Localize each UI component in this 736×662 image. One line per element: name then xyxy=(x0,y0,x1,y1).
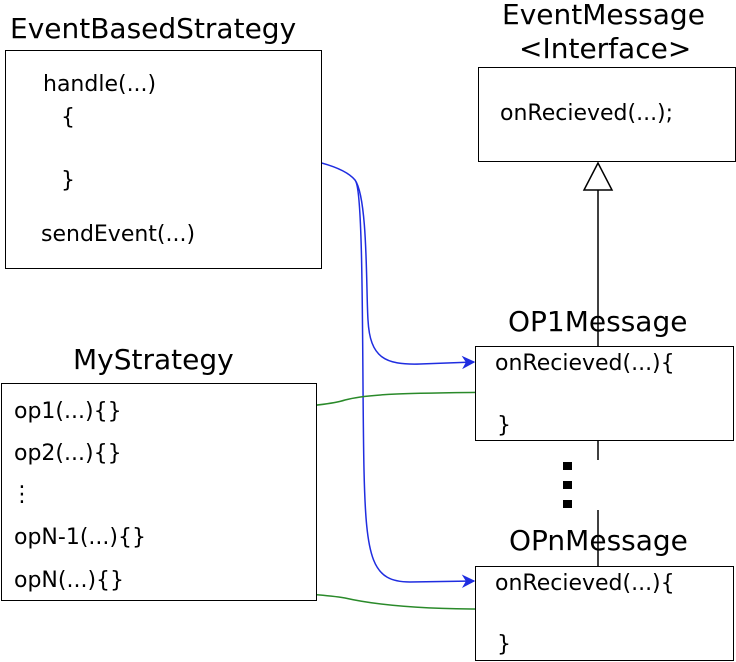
op1-message-title: OP1Message xyxy=(508,305,688,338)
event-based-strategy-box: handle(...) { } sendEvent(...) xyxy=(5,50,322,269)
event-message-title: EventMessage xyxy=(502,0,705,31)
my-strategy-op2: op2(...){} xyxy=(14,441,122,466)
op1-on-recieved: onRecieved(...){ xyxy=(495,351,675,376)
my-strategy-box: op1(...){} op2(...){} ⋮ opN-1(...){} opN… xyxy=(1,383,317,601)
op1-message-box: onRecieved(...){ } xyxy=(475,346,734,441)
my-strategy-op1: op1(...){} xyxy=(14,399,122,424)
my-strategy-opn-1: opN-1(...){} xyxy=(14,525,146,550)
opn-close-brace: } xyxy=(497,632,511,657)
event-based-strategy-title: EventBasedStrategy xyxy=(10,12,297,45)
opn-message-box: onRecieved(...){ } xyxy=(475,566,734,661)
opn-message-title: OPnMessage xyxy=(509,524,688,557)
handle-method: handle(...) xyxy=(43,72,157,97)
vertical-dots-icon xyxy=(560,462,576,510)
my-strategy-title: MyStrategy xyxy=(73,343,234,376)
send-event-method: sendEvent(...) xyxy=(41,222,196,247)
my-strategy-opn: opN(...){} xyxy=(14,568,125,593)
handle-close-brace: } xyxy=(61,168,75,193)
event-message-on-recieved: onRecieved(...); xyxy=(500,101,674,126)
dispatch-arrow-opn xyxy=(355,181,476,588)
event-message-box: onRecieved(...); xyxy=(478,67,736,162)
my-strategy-ellipsis: ⋮ xyxy=(11,482,33,507)
op1-close-brace: } xyxy=(497,413,511,438)
opn-on-recieved: onRecieved(...){ xyxy=(495,571,675,596)
handle-open-brace: { xyxy=(61,105,75,130)
event-message-stereotype: <Interface> xyxy=(519,32,692,65)
inheritance-triangle-icon xyxy=(582,161,614,191)
